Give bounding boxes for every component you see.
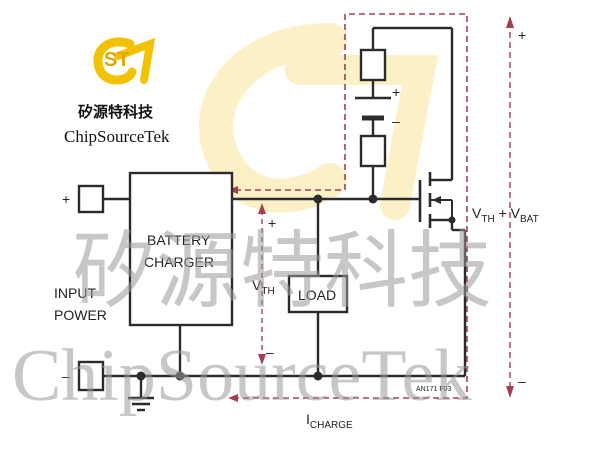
resistor-bottom <box>359 134 387 168</box>
load-box <box>287 274 349 314</box>
background-logo-watermark <box>199 23 439 220</box>
vth-plus-label: + <box>268 215 276 231</box>
resistor-top <box>359 48 387 82</box>
load-label: LOAD <box>298 287 336 303</box>
battery-charger-label-1: BATTERY <box>147 232 211 248</box>
svg-text:ST: ST <box>104 49 130 71</box>
logo-text-en: ChipSourceTek <box>64 127 170 146</box>
battery-plus-label: + <box>392 84 400 100</box>
vth-minus-label: – <box>266 344 274 360</box>
battery-charger-label-2: CHARGER <box>144 254 214 270</box>
battery-minus-label: – <box>392 113 400 129</box>
input-power-label-1: INPUT <box>54 285 96 301</box>
logo-swoosh-icon <box>93 37 137 85</box>
input-minus-label: – <box>62 368 70 384</box>
company-logo: ST <box>93 37 156 85</box>
junction-dots <box>136 194 456 381</box>
watermark-cn: 矽源特科技 <box>72 222 492 320</box>
input-plus-label: + <box>62 191 70 207</box>
vth-label: VTH <box>252 277 275 297</box>
dashed-battery-loop <box>235 13 468 399</box>
icharge-label: ICHARGE <box>306 411 353 431</box>
input-terminal-positive <box>77 184 105 214</box>
right-plus-label: + <box>518 27 526 43</box>
vsum-label: VTH + VBAT <box>472 205 539 225</box>
watermark-en: ChipSourceTek <box>12 335 471 417</box>
battery-charger-box <box>128 171 234 327</box>
logo-text-cn: 矽源特科技 <box>78 103 154 121</box>
right-minus-label: – <box>518 373 526 389</box>
battery-cell <box>355 96 391 121</box>
input-power-label-2: POWER <box>54 307 107 323</box>
figure-code: AN171 F03 <box>416 386 452 393</box>
input-terminal-negative <box>77 360 105 392</box>
